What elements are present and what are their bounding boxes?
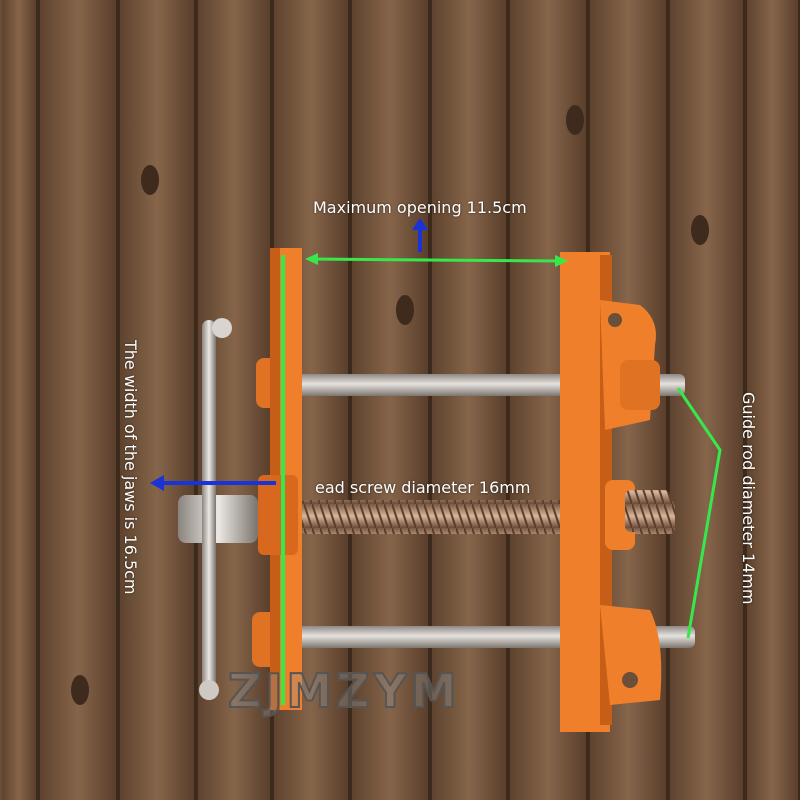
guide-rod-leader-lines: [676, 387, 722, 639]
plank-seam: [194, 0, 198, 800]
wood-knot: [566, 105, 584, 135]
jaw-width-label: The width of the jaws is 16.5cm: [121, 340, 140, 595]
plank-seam: [348, 0, 352, 800]
max-opening-dimension-arrow: [305, 253, 568, 267]
lead-screw-label: ead screw diameter 16mm: [315, 478, 531, 497]
plank-seam: [428, 0, 432, 800]
vise-handle: [178, 318, 258, 700]
plank-seam: [743, 0, 747, 800]
wood-plank: [670, 0, 743, 800]
wood-knot: [396, 295, 414, 325]
wood-plank: [2, 0, 36, 800]
wood-plank: [40, 0, 116, 800]
blue-up-arrow-icon: [412, 218, 428, 252]
blue-left-arrow-icon: [150, 475, 276, 491]
wood-knot: [691, 215, 709, 245]
wood-plank: [352, 0, 428, 800]
plank-seam: [116, 0, 120, 800]
wood-plank: [747, 0, 798, 800]
rear-jaw: [560, 252, 670, 732]
brand-watermark: ZJMZYM: [227, 663, 461, 719]
plank-seam: [798, 0, 800, 800]
guide-rod-label: Guide rod diameter 14mm: [739, 392, 758, 605]
wood-plank: [432, 0, 506, 800]
wood-knot: [141, 165, 159, 195]
plank-seam: [506, 0, 510, 800]
plank-seam: [36, 0, 40, 800]
wood-plank: [120, 0, 194, 800]
max-opening-label: Maximum opening 11.5cm: [313, 198, 527, 217]
wood-knot: [71, 675, 89, 705]
front-jaw: [252, 248, 302, 710]
plank-seam: [666, 0, 670, 800]
